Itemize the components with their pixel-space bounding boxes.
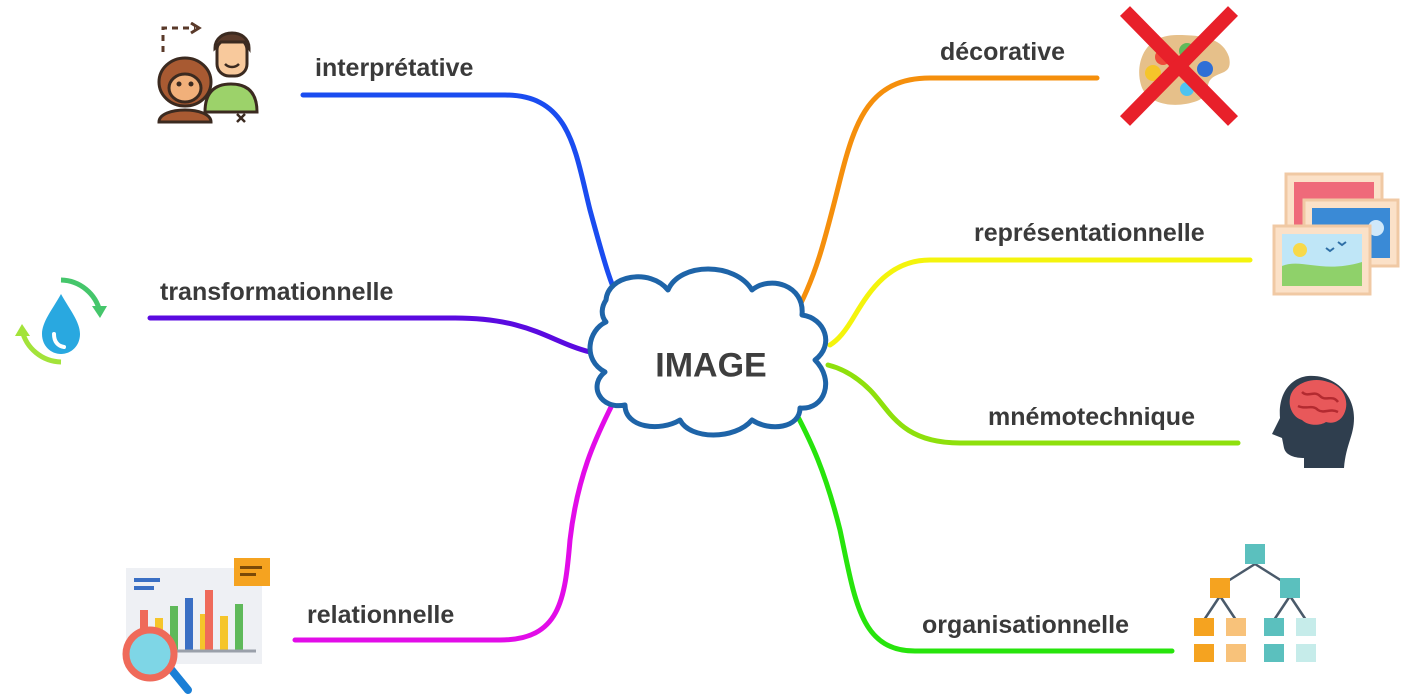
hierarchy-tree-icon — [1194, 544, 1316, 662]
label-relational: relationnelle — [307, 601, 455, 629]
branch-line-relational — [292, 402, 615, 643]
monkey-and-person-icon — [157, 22, 259, 124]
water-drop-cycle-icon — [15, 277, 107, 365]
picture-frames-icon — [1272, 172, 1400, 296]
branch-line-representational — [827, 257, 1253, 348]
label-mnemonic: mnémotechnique — [988, 403, 1195, 431]
brain-head-icon — [1272, 375, 1354, 468]
branch-line-mnemonic — [825, 362, 1241, 446]
branch-line-transformational — [147, 315, 593, 355]
label-interpretative: interprétative — [315, 54, 474, 82]
branch-line-decorative — [790, 75, 1100, 321]
center-label: IMAGE — [655, 346, 767, 385]
branch-line-organisational — [794, 412, 1175, 654]
bar-chart-magnifier-icon — [122, 558, 270, 694]
label-decorative: décorative — [940, 38, 1066, 66]
center-cloud — [587, 266, 829, 438]
label-representational: représentationnelle — [974, 219, 1205, 247]
label-organisational: organisationnelle — [922, 611, 1129, 639]
label-transformational: transformationnelle — [160, 278, 394, 306]
crossed-out-palette-icon — [1120, 6, 1238, 126]
